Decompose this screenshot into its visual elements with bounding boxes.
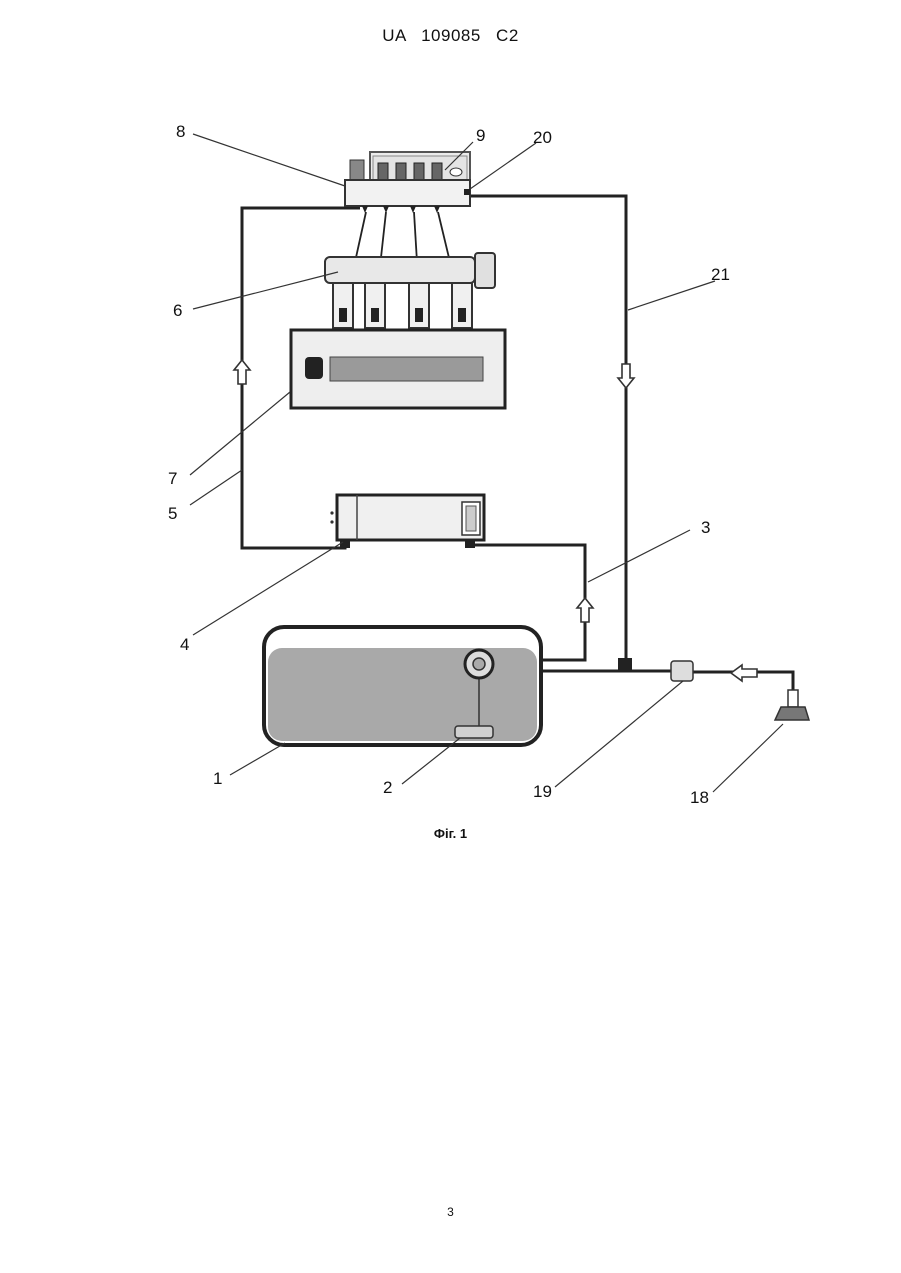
label-8: 8	[176, 122, 185, 141]
engine-block-7	[291, 330, 505, 408]
label-3: 3	[701, 518, 710, 537]
fuel-rail-6	[325, 253, 495, 328]
filter-19	[671, 661, 693, 681]
figure-caption: Фіг. 1	[0, 826, 901, 841]
label-7: 7	[168, 469, 177, 488]
filler-nozzle-18	[775, 690, 809, 720]
controller-unit-8	[345, 152, 470, 213]
page-number: 3	[0, 1205, 901, 1219]
label-1: 1	[213, 769, 222, 788]
label-2: 2	[383, 778, 392, 797]
flow-arrow-down-icon	[618, 364, 634, 388]
fuel-pump-4	[330, 495, 484, 548]
label-9: 9	[476, 126, 485, 145]
label-21: 21	[711, 265, 730, 284]
flow-arrow-up-icon	[234, 360, 250, 384]
tee-junction	[618, 658, 632, 672]
label-4: 4	[180, 635, 189, 654]
label-20: 20	[533, 128, 552, 147]
label-5: 5	[168, 504, 177, 523]
label-19: 19	[533, 782, 552, 801]
label-6: 6	[173, 301, 182, 320]
label-18: 18	[690, 788, 709, 807]
flow-arrow-up-icon	[577, 598, 593, 622]
flow-arrow-left-icon	[731, 665, 757, 681]
fuel-tank-1	[264, 627, 541, 745]
